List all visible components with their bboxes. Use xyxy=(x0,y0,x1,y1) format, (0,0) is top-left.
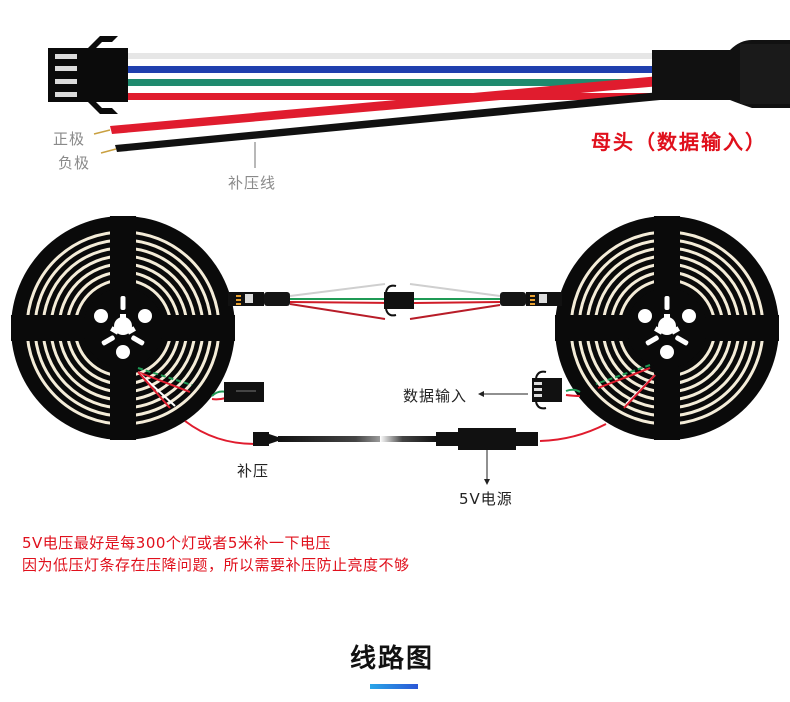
left-data-connector xyxy=(224,382,264,402)
female-head-label: 母头（数据输入） xyxy=(591,130,767,154)
note-line-1: 5V电压最好是每300个灯或者5米补一下电压 xyxy=(22,534,331,552)
section-title: 线路图 xyxy=(350,644,435,674)
left-strip-end xyxy=(228,283,391,320)
positive-label: 正极 xyxy=(53,130,86,148)
top-wire-assembly xyxy=(48,36,790,168)
compensation-label: 补压 xyxy=(237,462,270,480)
note-line-2: 因为低压灯条存在压降问题，所以需要补压防止亮度不够 xyxy=(22,556,410,574)
power-5v-label: 5V电源 xyxy=(459,490,513,508)
section-title-underline xyxy=(370,684,418,689)
right-reel-tail-wires xyxy=(539,364,656,442)
left-reel xyxy=(9,214,237,442)
note-block: 5V电压最好是每300个灯或者5米补一下电压 因为低压灯条存在压降问题，所以需要… xyxy=(22,532,410,576)
power-inline-connector xyxy=(380,428,538,485)
left-reel-tail-wires xyxy=(137,367,256,445)
negative-label: 负极 xyxy=(58,154,91,172)
right-reel xyxy=(553,214,781,442)
right-data-connector xyxy=(532,370,562,410)
data-input-arrow xyxy=(478,391,528,397)
right-strip-end xyxy=(409,283,562,320)
data-input-label: 数据输入 xyxy=(403,387,468,405)
center-connector xyxy=(384,284,414,317)
compensation-wire-label: 补压线 xyxy=(228,174,277,192)
compensation-plug xyxy=(253,432,408,446)
